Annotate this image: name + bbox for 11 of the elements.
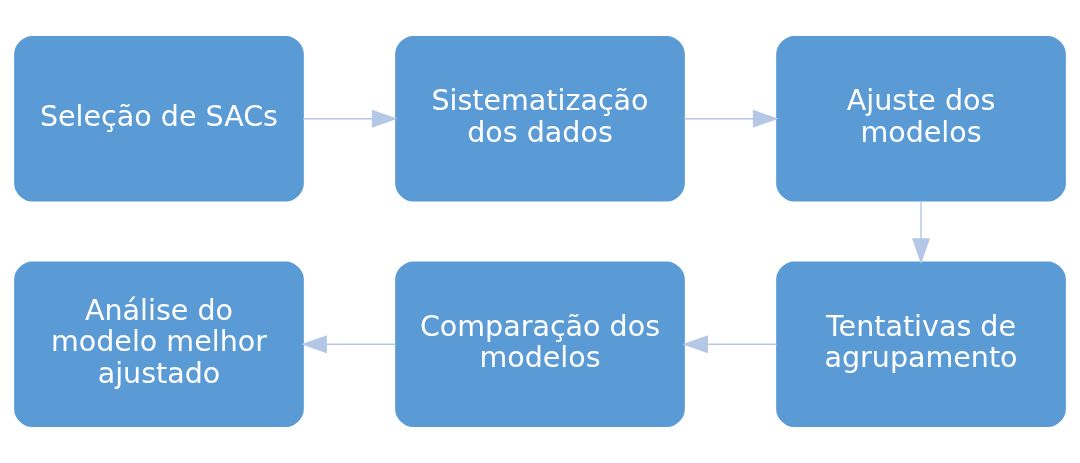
arrow xyxy=(912,200,930,265)
arrow xyxy=(301,335,397,354)
node-box: Tentativas de agrupamento xyxy=(776,261,1066,427)
node-box: Análise do modelo melhor ajustado xyxy=(14,261,304,427)
arrow xyxy=(683,109,779,128)
arrow xyxy=(682,335,778,354)
node-box: Ajuste dos modelos xyxy=(776,36,1066,202)
node-box: Comparação dos modelos xyxy=(395,261,685,427)
node-box: Sistematização dos dados xyxy=(395,36,685,202)
node-box: Seleção de SACs xyxy=(14,36,304,202)
arrow xyxy=(302,109,398,128)
